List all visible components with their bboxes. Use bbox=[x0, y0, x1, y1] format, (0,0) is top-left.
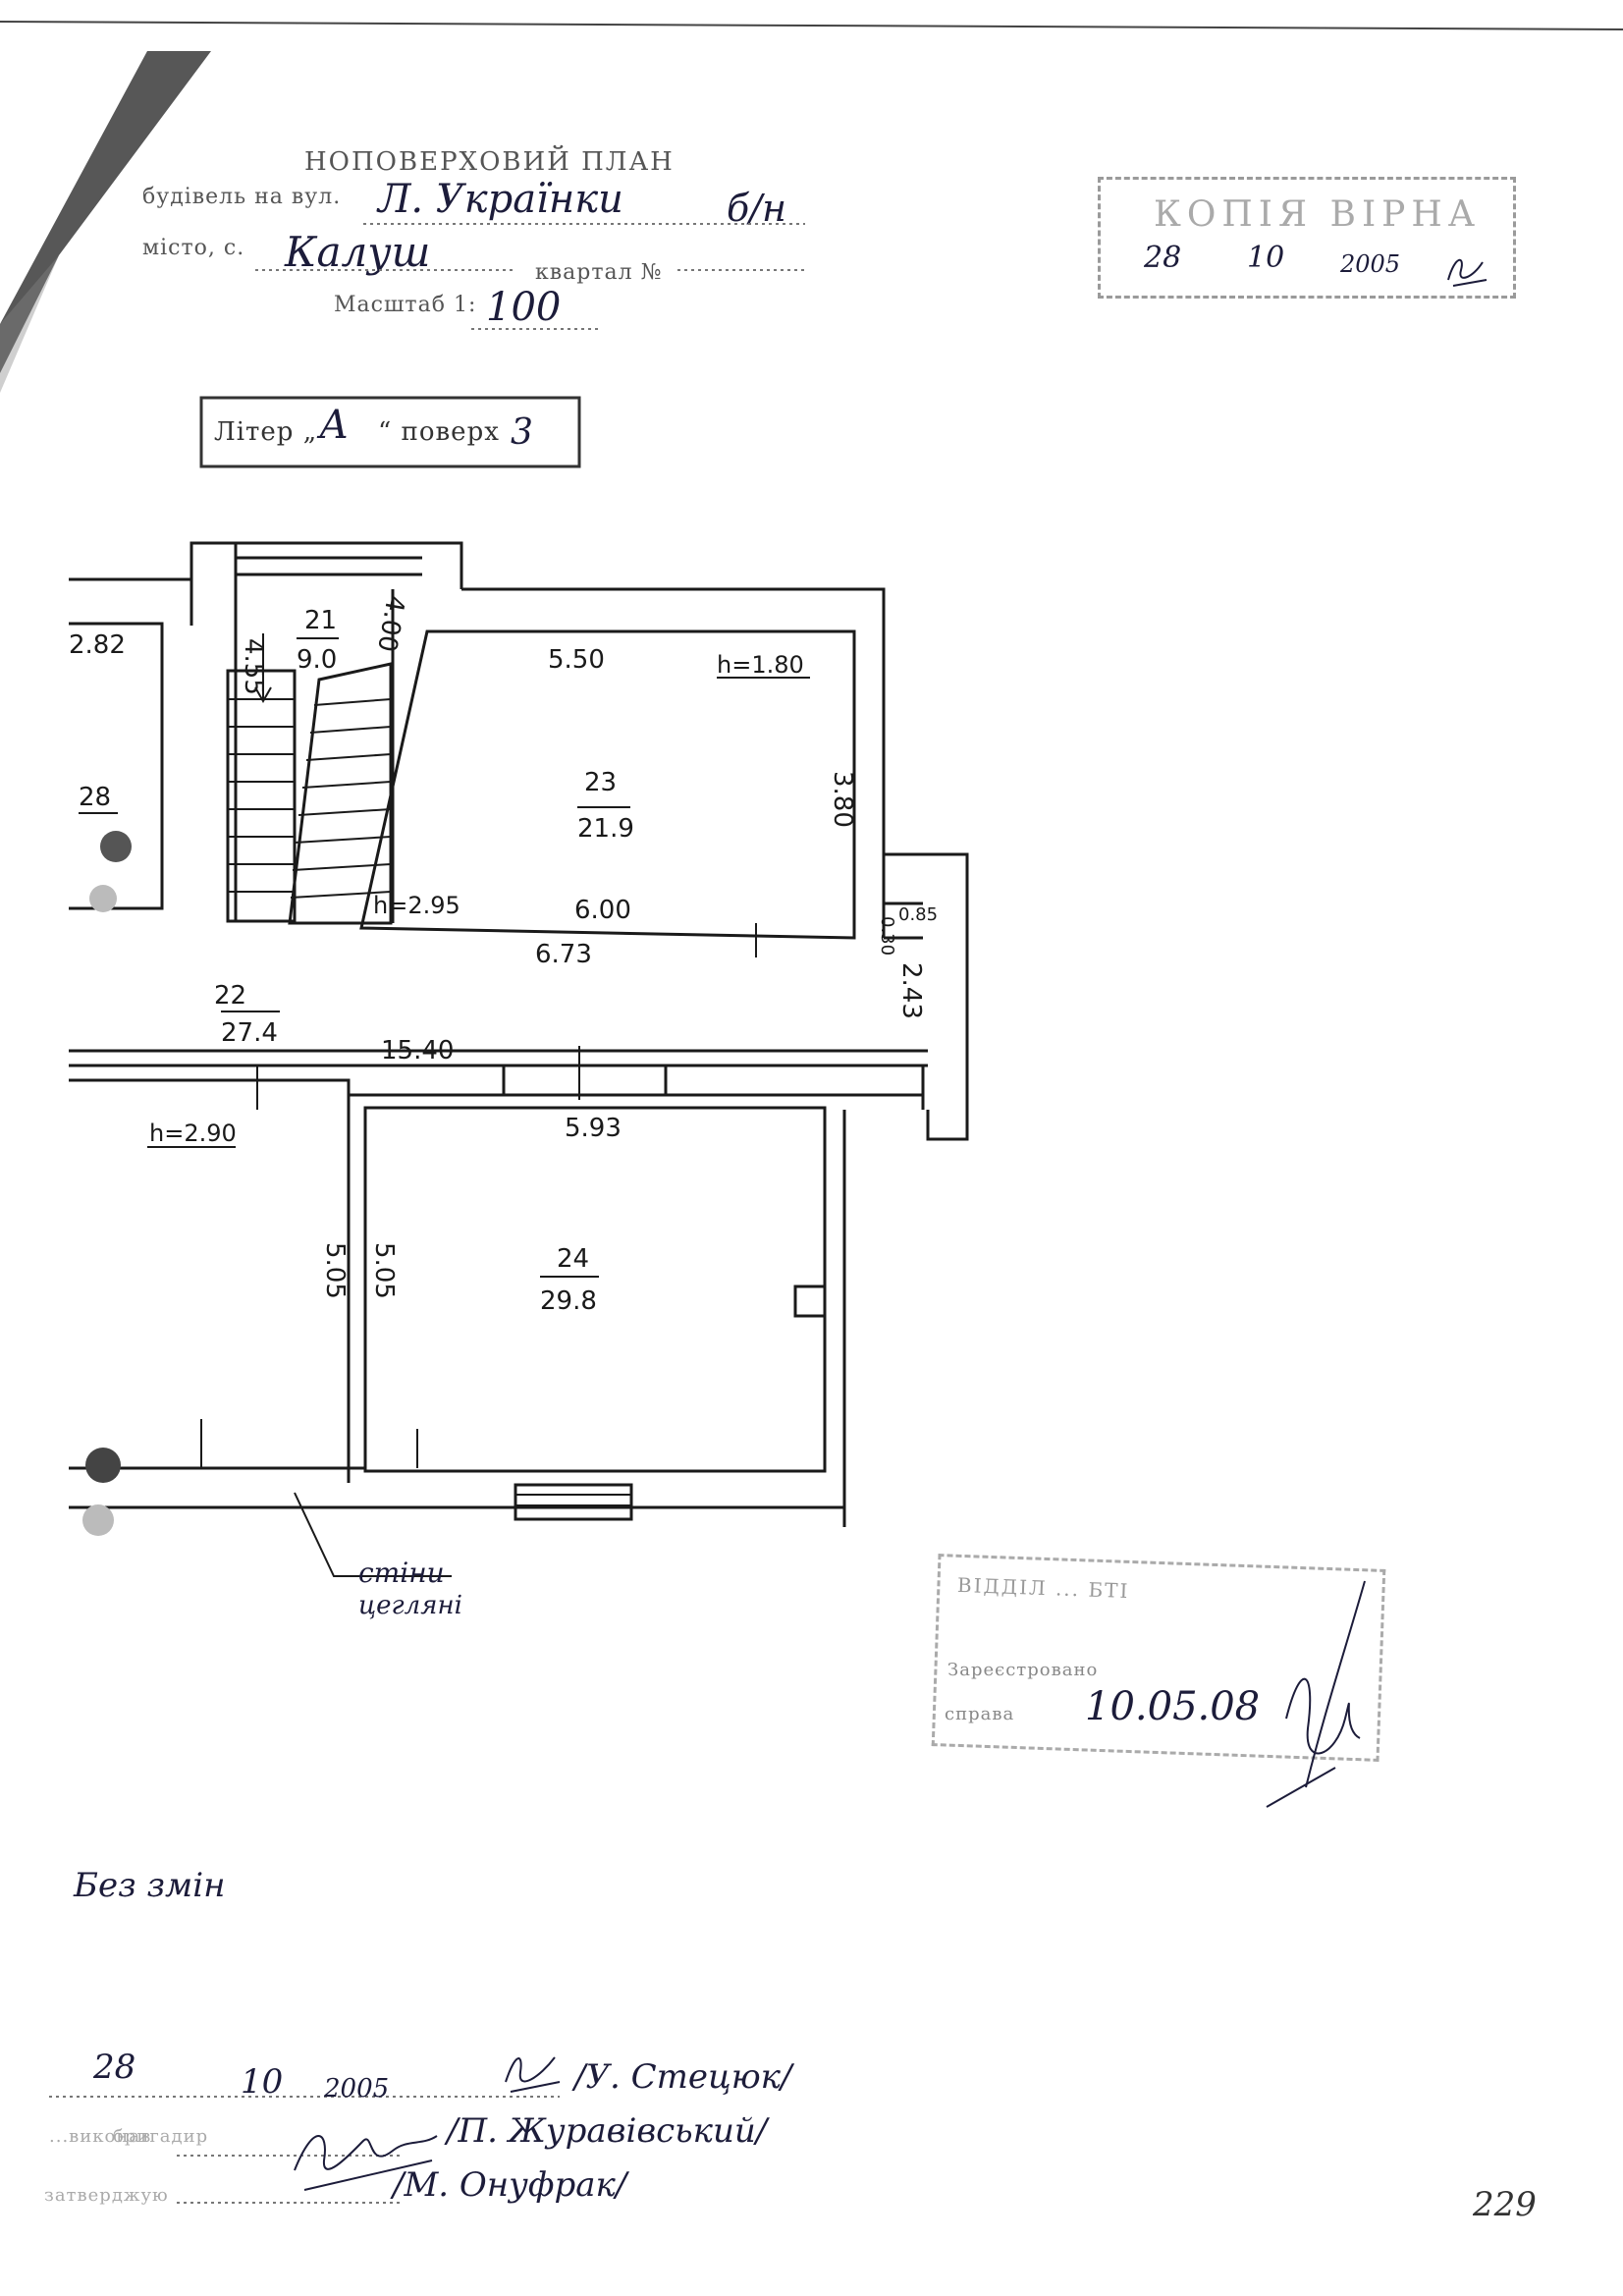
room-21-area: 9.0 bbox=[297, 645, 337, 675]
footer-name-1: /У. Стецюк/ bbox=[574, 2057, 792, 2097]
footer-label-2: бригадир bbox=[113, 2126, 209, 2147]
footer-day: 28 bbox=[93, 2048, 136, 2087]
room-23-id: 23 bbox=[584, 768, 617, 797]
footer-signatures bbox=[294, 2135, 438, 2191]
footer-label-3: затверджую bbox=[44, 2185, 169, 2206]
city-label: місто, с. bbox=[142, 236, 245, 260]
footer-name-2: /П. Журавівський/ bbox=[447, 2111, 768, 2151]
room-22-area: 27.4 bbox=[221, 1018, 278, 1048]
dim-2-43: 2.43 bbox=[896, 962, 926, 1019]
footer-signature-small bbox=[505, 2056, 561, 2093]
reg-stamp-line2: Зареєстровано bbox=[947, 1660, 1099, 1680]
dim-h-2-90: h=2.90 bbox=[149, 1120, 237, 1147]
floor-plan: 21 9.0 22 27.4 23 21.9 24 29.8 28 2.82 4… bbox=[69, 541, 969, 1577]
liter-box bbox=[199, 396, 581, 468]
dim-2-82: 2.82 bbox=[69, 630, 126, 660]
floor-label: “ поверх bbox=[378, 417, 500, 447]
room-24-area: 29.8 bbox=[540, 1286, 597, 1316]
dim-6-00: 6.00 bbox=[574, 896, 631, 925]
room-21-id: 21 bbox=[304, 606, 337, 635]
wall-note-line1: стіни bbox=[358, 1557, 445, 1589]
street-underline bbox=[363, 223, 805, 225]
room-24-id: 24 bbox=[557, 1244, 589, 1274]
reg-stamp-date: 10.05.08 bbox=[1085, 1684, 1261, 1729]
dim-5-05-inner: 5.05 bbox=[369, 1242, 399, 1299]
dim-3-80: 3.80 bbox=[828, 771, 857, 828]
dim-4-55: 4.55 bbox=[239, 638, 268, 695]
stamp-signature bbox=[1447, 258, 1488, 287]
building-label: будівель на вул. bbox=[142, 185, 342, 209]
stamp-day: 28 bbox=[1144, 241, 1182, 275]
footer-month: 10 bbox=[241, 2062, 284, 2102]
dim-15-40: 15.40 bbox=[381, 1036, 454, 1066]
room-22-id: 22 bbox=[214, 981, 246, 1011]
floor-value: 3 bbox=[511, 412, 533, 453]
footer-label-1: ...виконав bbox=[49, 2126, 152, 2147]
city-value: Калуш bbox=[285, 228, 431, 276]
stamp-month: 10 bbox=[1247, 241, 1285, 275]
liter-label: Літер „ bbox=[214, 417, 318, 447]
quarter-label: квартал № bbox=[535, 260, 663, 285]
plan-title: НОПОВЕРХОВИЙ ПЛАН bbox=[304, 147, 675, 177]
dim-0-85: 0.85 bbox=[898, 904, 938, 925]
stamp-text: КОПІЯ ВІРНА bbox=[1154, 194, 1482, 235]
footer-lines bbox=[49, 2096, 560, 2204]
street-value: Л. Українки bbox=[378, 177, 623, 222]
reg-stamp-line3: справа bbox=[945, 1704, 1015, 1724]
no-changes-note: Без змін bbox=[74, 1866, 226, 1905]
building-number: б/н bbox=[727, 187, 787, 230]
room-23-area: 21.9 bbox=[577, 814, 634, 844]
dim-5-93: 5.93 bbox=[565, 1114, 622, 1143]
wall-note-line2: цегляні bbox=[358, 1591, 462, 1620]
room-28-id: 28 bbox=[79, 783, 111, 812]
stamp-year: 2005 bbox=[1340, 250, 1401, 278]
footer-year: 2005 bbox=[324, 2074, 390, 2104]
dim-h-2-95: h=2.95 bbox=[373, 892, 460, 919]
page-number: 229 bbox=[1473, 2185, 1537, 2224]
city-underline bbox=[255, 269, 805, 271]
dim-h-1-80: h=1.80 bbox=[717, 651, 804, 679]
reg-stamp-signature bbox=[1266, 1580, 1366, 1808]
scale-underline bbox=[471, 328, 599, 330]
scale-label: Масштаб 1: bbox=[334, 293, 477, 317]
dim-5-05-outer: 5.05 bbox=[320, 1242, 350, 1299]
footer-name-3: /М. Онуфрак/ bbox=[393, 2165, 627, 2205]
dim-5-50: 5.50 bbox=[548, 645, 605, 675]
page-edge bbox=[0, 21, 1623, 30]
certified-copy-stamp bbox=[1098, 177, 1516, 299]
binder-holes bbox=[82, 831, 132, 1536]
dim-0-30: 0.30 bbox=[877, 916, 897, 956]
liter-value: А bbox=[319, 403, 350, 448]
dim-6-73: 6.73 bbox=[535, 940, 592, 969]
scale-value: 100 bbox=[486, 285, 562, 330]
scan-shadow bbox=[0, 51, 211, 393]
dim-4-00: 4.00 bbox=[371, 593, 410, 654]
